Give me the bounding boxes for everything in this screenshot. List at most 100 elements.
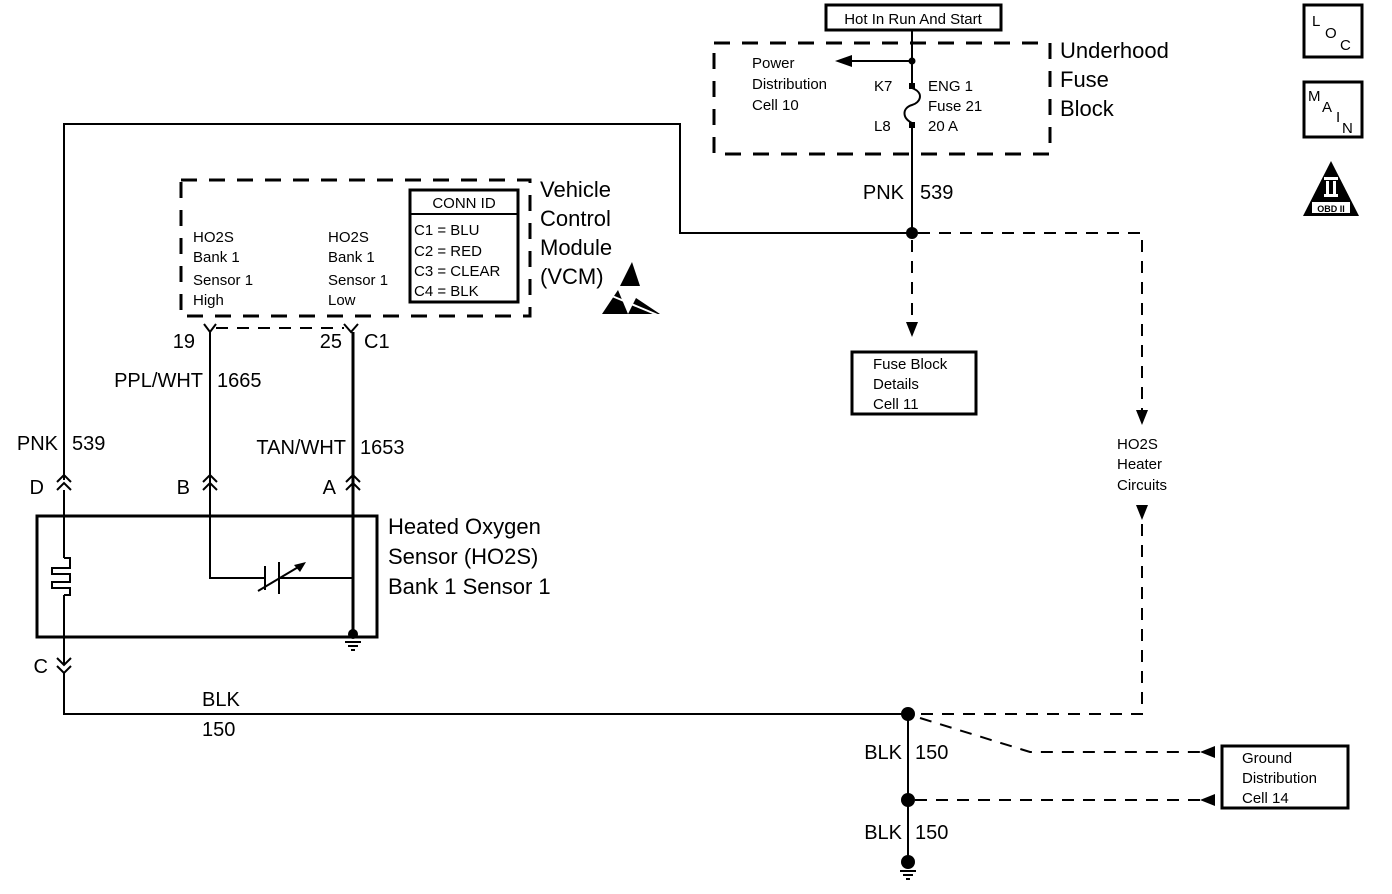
conn-id-row: C1 = BLU: [414, 222, 479, 239]
wire-circuit-label: 539: [920, 182, 953, 204]
ref-line-2: Heater: [1117, 456, 1162, 473]
wire-circuit-label: 539: [72, 433, 105, 455]
wire-circuit-label: 1653: [360, 437, 405, 459]
connector-c1-label: C1: [364, 331, 390, 353]
conn-id-row: C2 = RED: [414, 243, 482, 260]
wire-circuit-label: 150: [202, 719, 235, 741]
ground-icon: [901, 855, 915, 869]
pin-low-line-4: Low: [328, 292, 356, 309]
loc-letter: L: [1312, 13, 1320, 30]
pin-high-line-2: Bank 1: [193, 249, 240, 266]
vcm-name-2: Control: [540, 206, 611, 231]
power-dist-line-1: Power: [752, 55, 795, 72]
terminal-b-label: B: [177, 477, 190, 499]
terminal-d-label: D: [30, 477, 44, 499]
fuse-block-name-1: Underhood: [1060, 38, 1169, 63]
fuse-line-3: 20 A: [928, 118, 958, 135]
ho2s-heater-circuits-ref[interactable]: HO2S Heater Circuits: [1117, 436, 1167, 520]
sensor-connector-b: [202, 473, 218, 491]
wire-circuit-label: 150: [915, 822, 948, 844]
conn-id-title: CONN ID: [432, 195, 496, 212]
loc-letter: O: [1325, 25, 1337, 42]
conn-id-row: C3 = CLEAR: [414, 263, 500, 280]
sensor-name-2: Sensor (HO2S): [388, 544, 538, 569]
power-dist-line-3: Cell 10: [752, 97, 799, 114]
ref-line-1: HO2S: [1117, 436, 1158, 453]
loc-letter: C: [1340, 37, 1351, 54]
main-icon[interactable]: M A I N: [1302, 80, 1364, 139]
vcm-module: Vehicle Control Module (VCM) HO2S Bank 1…: [179, 177, 661, 318]
sensor-name-1: Heated Oxygen: [388, 514, 541, 539]
fuse-icon: [903, 87, 921, 124]
obd-label: OBD II: [1317, 204, 1345, 214]
vcm-outline: [179, 178, 532, 318]
underhood-fuse-block: Underhood Fuse Block Power Distribution …: [712, 30, 1169, 233]
wire-color-label: BLK: [202, 689, 240, 711]
main-letter: N: [1342, 120, 1353, 137]
connector-pin-19: [203, 323, 217, 334]
connector-pin-25: [343, 323, 359, 334]
fuse-block-details-ref[interactable]: Fuse Block Details Cell 11: [850, 350, 978, 416]
wire-color-label: BLK: [864, 822, 902, 844]
fuse-block-name-3: Block: [1060, 96, 1115, 121]
arrow-left-icon: [835, 55, 852, 67]
ref-line-2: Details: [873, 376, 919, 393]
ref-line-3: Circuits: [1117, 477, 1167, 494]
main-letter: A: [1322, 99, 1332, 116]
main-letter: I: [1336, 109, 1340, 126]
power-source-label-box: Hot In Run And Start: [824, 3, 1003, 32]
power-source-label: Hot In Run And Start: [844, 11, 982, 28]
fuse-line-1: ENG 1: [928, 78, 973, 95]
conn-id-table: CONN ID C1 = BLU C2 = RED C3 = CLEAR C4 …: [408, 188, 520, 304]
arrow-left-icon: [1200, 794, 1215, 806]
fuse-block-outline: [712, 41, 1052, 156]
wire-color-label: PPL/WHT: [114, 370, 203, 392]
ground-distribution-ref[interactable]: Ground Distribution Cell 14: [1220, 744, 1350, 810]
pin-19-label: 19: [173, 331, 195, 353]
wire-circuit-label: 150: [915, 742, 948, 764]
wire-color-label: PNK: [17, 433, 59, 455]
pin-high-line-4: High: [193, 292, 224, 309]
sensor-connector-a: [345, 473, 361, 491]
terminal-k7: K7: [874, 78, 892, 95]
sensor-outline: [35, 514, 379, 639]
splice-dot: [901, 793, 915, 807]
pin-low-line-2: Bank 1: [328, 249, 375, 266]
pin-low-line-1: HO2S: [328, 229, 369, 246]
arrow-down-icon: [1136, 505, 1148, 520]
main-letter: M: [1308, 88, 1321, 105]
wire-pnk-539: [63, 123, 912, 480]
vcm-name-3: Module: [540, 235, 612, 260]
fuse-line-2: Fuse 21: [928, 98, 982, 115]
pin-high-line-3: Sensor 1: [193, 272, 253, 289]
ref-line-1: Fuse Block: [873, 356, 948, 373]
esd-warning-icon: [602, 262, 661, 317]
terminal-c-label: C: [34, 656, 48, 678]
ground-icon: [348, 629, 358, 639]
ref-line-3: Cell 14: [1242, 790, 1289, 807]
vcm-name-1: Vehicle: [540, 177, 611, 202]
sensor-name-3: Bank 1 Sensor 1: [388, 574, 551, 599]
wire-color-label: PNK: [863, 182, 905, 204]
obd-ii-icon: OBD II: [1303, 161, 1359, 216]
wire-color-label: TAN/WHT: [256, 437, 346, 459]
arrow-left-icon: [1200, 746, 1215, 758]
sensor-connector-d: [56, 473, 72, 491]
fuse-block-name-2: Fuse: [1060, 67, 1109, 92]
ref-line-2: Distribution: [1242, 770, 1317, 787]
conn-id-row: C4 = BLK: [414, 283, 479, 300]
pin-low-line-3: Sensor 1: [328, 272, 388, 289]
power-dist-line-2: Distribution: [752, 76, 827, 93]
terminal-l8: L8: [874, 118, 891, 135]
arrow-down-icon: [906, 322, 918, 337]
pin-high-line-1: HO2S: [193, 229, 234, 246]
ref-line-1: Ground: [1242, 750, 1292, 767]
terminal-a-label: A: [323, 477, 337, 499]
vcm-name-4: (VCM): [540, 264, 604, 289]
ho2s-sensor: Heated Oxygen Sensor (HO2S) Bank 1 Senso…: [35, 490, 551, 664]
arrow-down-icon: [1136, 410, 1148, 425]
wire-circuit-label: 1665: [217, 370, 262, 392]
loc-icon[interactable]: L O C: [1302, 3, 1364, 59]
wire-blk-150: [63, 673, 908, 715]
